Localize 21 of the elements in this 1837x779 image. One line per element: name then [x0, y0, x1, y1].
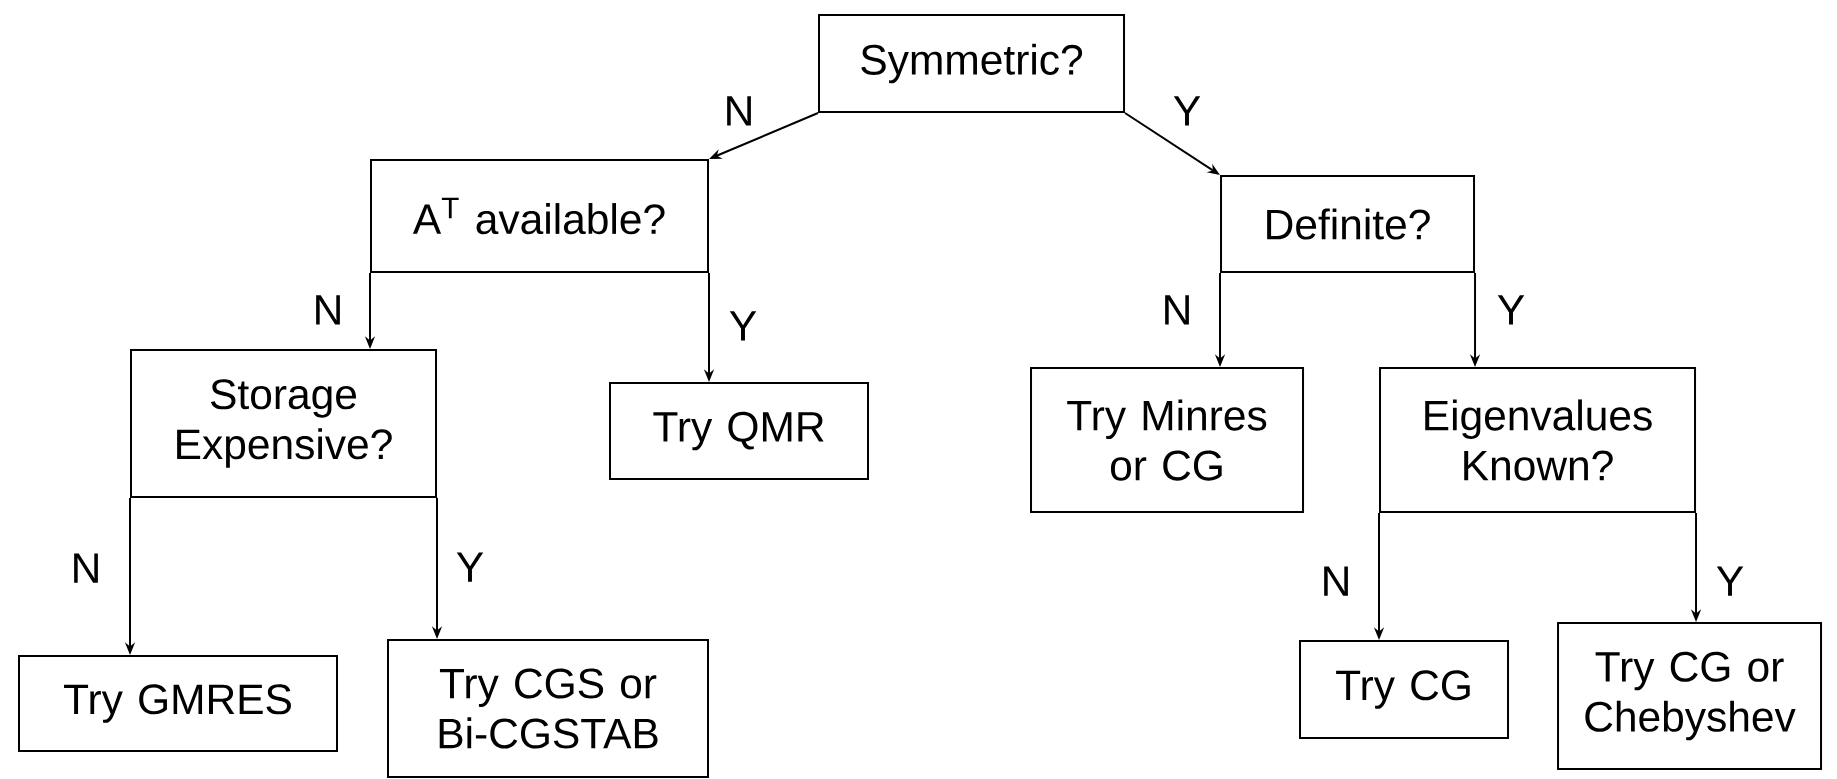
decision-box: Eigenvalues Known?	[1379, 367, 1697, 513]
edge-label: N	[74, 553, 98, 583]
edge-label: Y	[1497, 295, 1525, 325]
decision-box: Symmetric?	[818, 14, 1126, 113]
edge-label: N	[727, 96, 751, 126]
decision-box: Try QMR	[609, 382, 869, 480]
edge-label: Y	[729, 311, 757, 341]
edge-label: Y	[1716, 566, 1744, 596]
edge-label: Y	[1173, 96, 1201, 126]
edge-label: N	[1165, 295, 1189, 325]
edge-label: N	[316, 295, 340, 325]
decision-box: Storage Expensive?	[130, 349, 437, 498]
decision-box: Try GMRES	[18, 655, 338, 752]
decision-box: Try Minres or CG	[1030, 367, 1305, 513]
decision-box: Try CG	[1299, 640, 1510, 739]
edge-label: Y	[456, 552, 484, 582]
decision-box: Try CG or Chebyshev	[1557, 622, 1823, 770]
decision-box: Try CGS or Bi-CGSTAB	[387, 639, 709, 778]
edge-label: N	[1324, 566, 1348, 596]
decision-box: A$^{T}$ available?	[370, 159, 709, 273]
decision-box: Definite?	[1220, 175, 1476, 273]
